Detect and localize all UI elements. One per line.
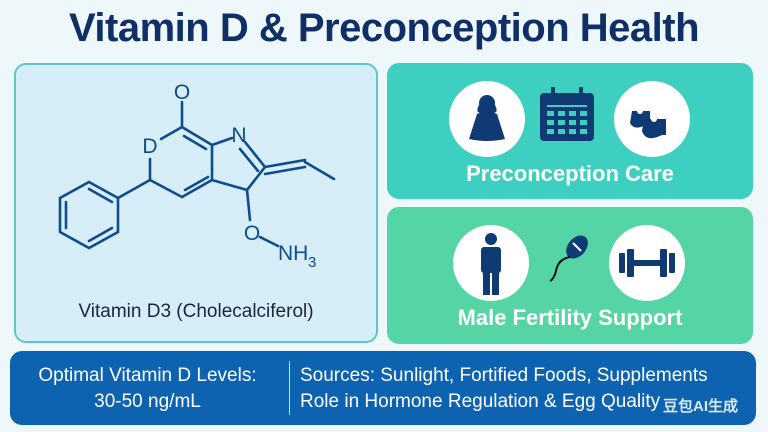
man-icon	[453, 225, 529, 301]
preconception-care-label: Preconception Care	[466, 161, 674, 186]
molecule-caption: Vitamin D3 (Cholecalciferol)	[78, 301, 314, 322]
divider	[289, 361, 290, 415]
oxygen-label: O	[174, 81, 190, 104]
dumbbell-icon	[609, 225, 685, 301]
info-banner: Optimal Vitamin D Levels: 30-50 ng/mL So…	[10, 351, 756, 425]
male-fertility-card: Male Fertility Support	[387, 207, 753, 344]
baby-shoes-icon	[614, 81, 690, 157]
molecule-structure: O D N O NH 3	[58, 81, 336, 271]
oxygen-side-label: O	[244, 222, 260, 245]
molecule-panel: O D N O NH 3 Vitamin D3 (Cholecalciferol…	[14, 63, 378, 343]
deuterium-label: D	[142, 135, 157, 158]
page-title: Vitamin D & Preconception Health	[68, 6, 700, 50]
woman-icon	[449, 81, 525, 157]
nh3-subscript: 3	[308, 254, 316, 271]
nitrogen-label: N	[231, 124, 246, 147]
sperm-icon	[537, 229, 597, 289]
sources-text: Sources: Sunlight, Fortified Foods, Supp…	[300, 365, 708, 386]
watermark: 豆包AI生成	[662, 398, 738, 415]
levels-value: 30-50 ng/mL	[94, 391, 201, 412]
preconception-care-card: Preconception Care	[387, 63, 753, 199]
nh3-label: NH	[278, 242, 308, 265]
role-text: Role in Hormone Regulation & Egg Quality	[300, 391, 661, 412]
male-fertility-label: Male Fertility Support	[457, 305, 683, 330]
levels-label: Optimal Vitamin D Levels:	[38, 365, 257, 386]
calendar-icon	[537, 85, 597, 145]
